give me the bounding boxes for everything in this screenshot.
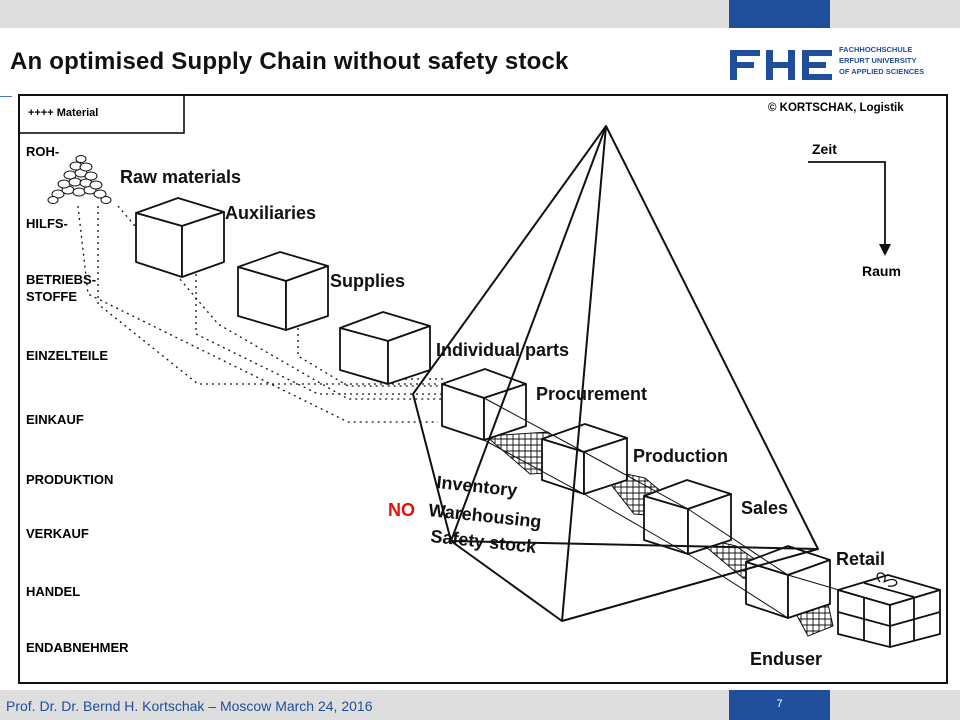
cube-enduser-gift: [837, 572, 941, 648]
left-label-handel: HANDEL: [26, 584, 80, 599]
slide-title: An optimised Supply Chain without safety…: [10, 48, 569, 75]
title-rule: [0, 96, 12, 97]
axis-space-label: Raum: [862, 263, 901, 279]
page-number-box: [729, 690, 830, 720]
left-label-endabnehmer: ENDABNEHMER: [26, 640, 129, 655]
cube-supplies: [237, 251, 329, 331]
left-label-roh: ROH-: [26, 144, 59, 159]
stage-label-individual-parts: Individual parts: [436, 340, 569, 360]
cube-production: [541, 423, 628, 495]
axis-time-label: Zeit: [812, 141, 837, 157]
footer-text: Prof. Dr. Dr. Bernd H. Kortschak – Mosco…: [6, 698, 373, 714]
cube-procurement: [441, 368, 527, 441]
cube-retail: [745, 545, 831, 619]
safety-stock-label: Safety stock: [430, 526, 539, 557]
cube-auxiliaries: [135, 197, 225, 278]
cube-connector-lines: [483, 397, 891, 619]
legend-box: [18, 94, 185, 134]
header-accent-block: [729, 0, 830, 28]
stage-label-auxiliaries: Auxiliaries: [225, 203, 316, 223]
cube-sales: [643, 479, 732, 555]
stage-label-sales: Sales: [741, 498, 788, 518]
copyright-text: © KORTSCHAK, Logistik: [768, 102, 904, 114]
stage-label-procurement: Procurement: [536, 384, 647, 404]
left-label-einzelteile: EINZELTEILE: [26, 348, 108, 363]
diagram-frame: [18, 94, 948, 684]
pyramid-outline: [412, 125, 819, 622]
left-label-hilfs: HILFS-: [26, 216, 68, 231]
stage-label-supplies: Supplies: [330, 271, 405, 291]
stage-label-raw-materials: Raw materials: [120, 167, 241, 187]
page-number: 7: [776, 698, 783, 710]
stage-label-production: Production: [633, 446, 728, 466]
stage-label-retail: Retail: [836, 549, 885, 569]
arrow-head-icon: [879, 244, 891, 256]
stage-cubes: [135, 197, 941, 648]
left-label-stoffe: STOFFE: [26, 289, 77, 304]
left-label-betriebs: BETRIEBS-: [26, 272, 96, 287]
logo-line-3: OF APPLIED SCIENCES: [839, 67, 925, 76]
left-label-produktion: PRODUKTION: [26, 472, 113, 487]
raw-material-pile-icon: [47, 155, 112, 204]
cube-individual-parts: [339, 311, 431, 385]
stage-label-enduser: Enduser: [750, 649, 822, 669]
no-label: NO: [388, 500, 415, 520]
fhe-logo-mark: [730, 50, 832, 80]
inventory-label: Inventory: [436, 472, 519, 500]
left-label-verkauf: VERKAUF: [26, 526, 89, 541]
supply-chain-diagram: ++++ Material © KORTSCHAK, Logistik Zeit…: [18, 94, 948, 684]
legend-text: ++++ Material: [28, 107, 98, 119]
logo-line-2: ERFURT UNIVERSITY: [839, 56, 917, 65]
logo-line-1: FACHHOCHSCHULE: [839, 45, 913, 54]
left-label-einkauf: EINKAUF: [26, 412, 84, 427]
time-space-arrow: [808, 161, 886, 254]
